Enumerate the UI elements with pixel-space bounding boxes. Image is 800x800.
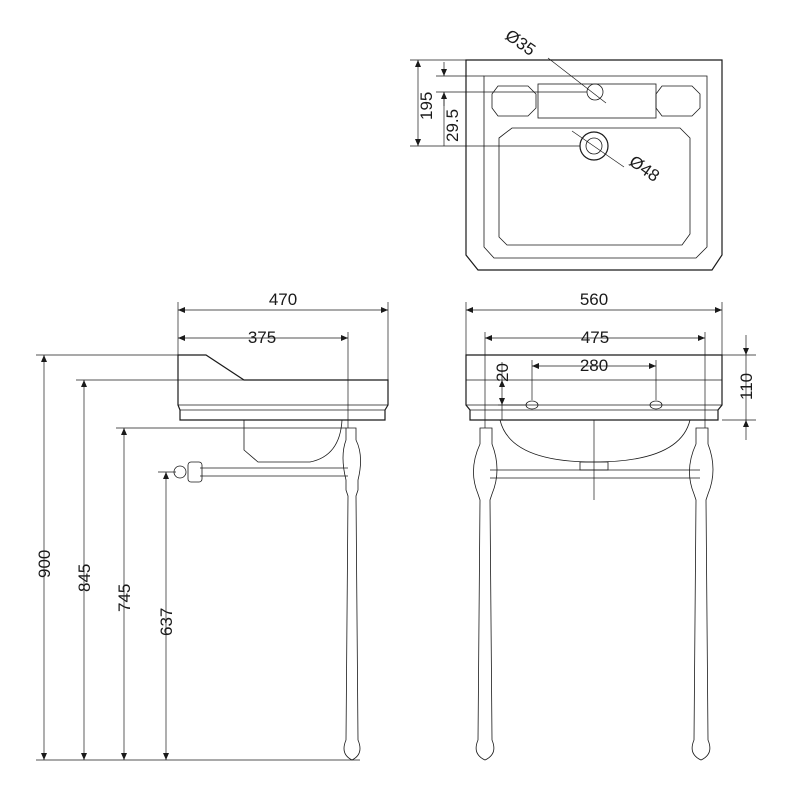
plan-view: Ø35 Ø48 195 29.5 xyxy=(410,26,723,271)
front-basin-body xyxy=(465,354,723,421)
soap-dish-left xyxy=(491,85,537,117)
basin-bowl xyxy=(498,127,691,246)
dim-195: 195 xyxy=(417,92,436,120)
tap-deck xyxy=(537,83,657,119)
dim-110: 110 xyxy=(737,373,756,400)
side-bowl-underside xyxy=(243,419,343,463)
soap-dish-right xyxy=(655,85,701,117)
dim-20: 20 xyxy=(493,363,512,382)
side-view: 470 375 900 845 745 637 xyxy=(35,290,389,761)
front-view: 560 475 280 20 110 xyxy=(465,290,756,761)
dim-29-5: 29.5 xyxy=(443,109,462,142)
dim-470: 470 xyxy=(269,290,297,309)
dim-637: 637 xyxy=(157,608,176,636)
waste-hole-leader xyxy=(571,130,625,168)
tap-hole-label: Ø35 xyxy=(502,26,539,60)
dim-845: 845 xyxy=(75,564,94,592)
dim-280: 280 xyxy=(580,356,608,375)
dim-375: 375 xyxy=(248,328,276,347)
tap-hole-leader xyxy=(547,57,607,104)
front-leg-right xyxy=(689,427,714,761)
front-tap-hole-right xyxy=(649,400,663,410)
front-bowl-underside xyxy=(499,419,691,463)
basin-outline xyxy=(465,59,723,271)
side-leg xyxy=(342,427,361,761)
dim-475: 475 xyxy=(581,328,609,347)
dim-900: 900 xyxy=(35,550,54,578)
front-leg-left xyxy=(473,427,498,761)
waste-hole-inner xyxy=(585,137,603,155)
dim-745: 745 xyxy=(115,584,134,612)
tap-hole xyxy=(586,83,604,101)
waste-hole-label: Ø48 xyxy=(626,152,663,186)
basin-inner-rim xyxy=(483,75,708,259)
dim-560: 560 xyxy=(580,290,608,309)
